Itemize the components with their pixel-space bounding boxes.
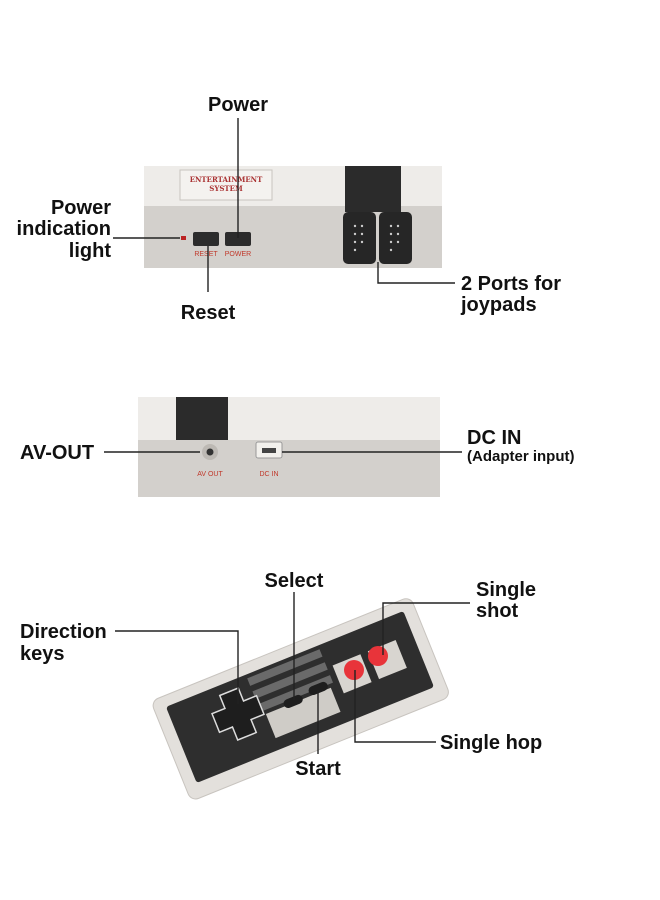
- port-cover: [345, 166, 401, 212]
- label-reset: Reset: [181, 302, 236, 324]
- label-direction-keys: Direction: [20, 621, 107, 643]
- b-button[interactable]: [344, 660, 364, 680]
- joypad-port-2: [379, 212, 412, 264]
- dc-in-print: DC IN: [259, 471, 278, 478]
- label-power-light: light: [69, 240, 112, 262]
- label-single-hop: Single hop: [440, 732, 542, 754]
- joypad-port-1: [343, 212, 376, 264]
- console-back: AV OUT DC IN: [138, 397, 440, 497]
- a-button[interactable]: [368, 646, 388, 666]
- label-ports: joypads: [460, 294, 537, 316]
- brand-text: SYSTEM: [209, 184, 243, 193]
- label-av-out: AV-OUT: [20, 442, 94, 464]
- label-power-light: Power: [51, 197, 111, 219]
- label-power: Power: [208, 94, 268, 116]
- label-power-light: indication: [17, 218, 111, 240]
- label-select: Select: [265, 570, 324, 592]
- select-button[interactable]: [282, 694, 304, 710]
- start-button[interactable]: [307, 681, 329, 697]
- reset-print: RESET: [194, 251, 218, 258]
- reset-button[interactable]: [193, 232, 219, 246]
- direction-pad[interactable]: [207, 683, 269, 745]
- brand-plate: [179, 169, 273, 201]
- port-cover-back: [176, 397, 228, 440]
- label-ports: 2 Ports for: [461, 273, 561, 295]
- label-dc-in-sub: (Adapter input): [467, 448, 574, 465]
- console-back-face: [138, 440, 440, 497]
- power-button[interactable]: [225, 232, 251, 246]
- label-dc-in: DC IN: [467, 427, 521, 449]
- label-start: Start: [295, 758, 341, 780]
- label-direction-keys: keys: [20, 643, 65, 665]
- console-front: ENTERTAINMENT SYSTEM RESET POWER: [144, 166, 442, 268]
- av-out-print: AV OUT: [197, 471, 223, 478]
- label-single-shot: shot: [476, 600, 519, 622]
- controller: [152, 598, 449, 800]
- power-print: POWER: [225, 251, 251, 258]
- brand-text: ENTERTAINMENT: [190, 175, 263, 184]
- power-led: [181, 236, 186, 240]
- select-start-plate: [265, 687, 341, 739]
- label-single-shot: Single: [476, 579, 536, 601]
